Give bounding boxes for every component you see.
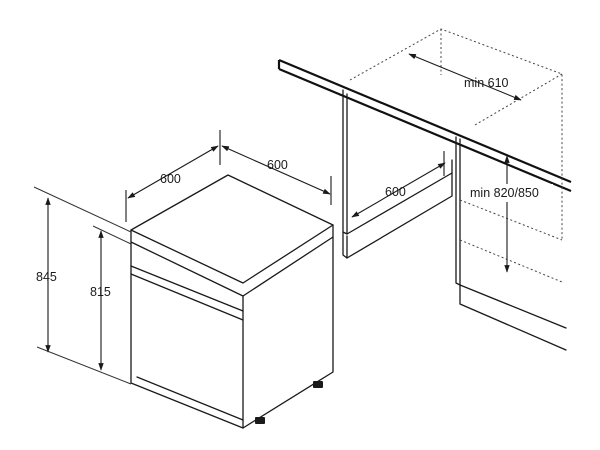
dishwasher-unit [130,174,334,429]
height-845-label: 845 [36,270,57,284]
dimension-width-600: 600 [125,130,221,222]
dishwasher-top-surface [130,174,334,284]
dishwasher-side-panel [242,236,334,429]
niche-width-min-610-label: min 610 [464,76,509,90]
dimension-niche-height-min-820-850: min 820/850 [467,155,553,273]
control-panel [130,265,244,312]
reference-line-floor [36,346,132,385]
width-600-label: 600 [160,172,181,186]
dimension-height-815: 815 [90,225,132,371]
reference-line-top [33,186,132,233]
dishwasher-front-panel [130,241,244,429]
niche-depth-600-label: 600 [385,185,406,199]
left-cabinet-panel [342,89,348,235]
dimension-depth-600: 600 [221,145,332,205]
countertop [277,58,572,193]
height-815-label: 815 [90,285,111,299]
dishwasher-foot [255,417,265,424]
right-cabinet-panel [455,136,461,286]
niche-height-min-820-850-label: min 820/850 [470,186,539,200]
dimension-niche-depth-600: 600 [351,151,446,218]
dishwasher-foot [313,381,323,388]
dimension-niche-width-min-610: min 610 [408,53,522,101]
dimension-height-845: 845 [36,197,57,353]
depth-600-label: 600 [267,158,288,172]
